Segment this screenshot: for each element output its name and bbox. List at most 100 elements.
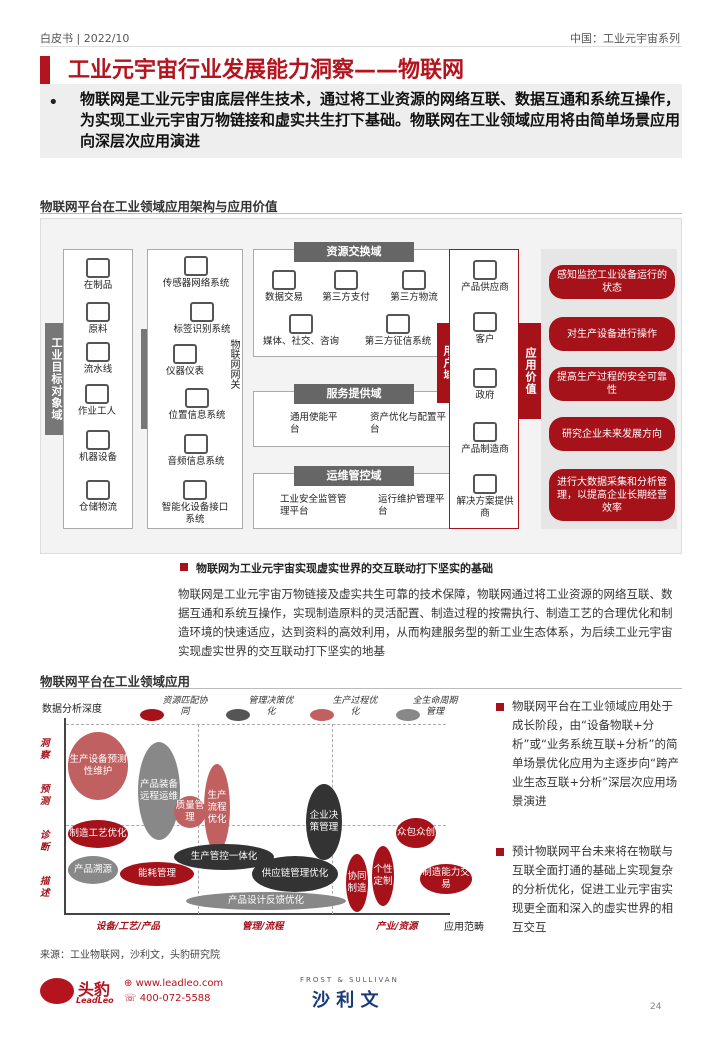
legend-swatch [140, 709, 164, 721]
summary-box: • 物联网是工业元宇宙底层伴生技术，通过将工业资源的网络互联、数据互通和系统互操… [40, 84, 682, 158]
y-tick: 预测 [40, 784, 50, 807]
caption1: 物联网为工业元宇宙实现虚实世界的交互联动打下坚实的基础 [196, 562, 493, 575]
truck-icon [86, 480, 110, 500]
section2-line [40, 688, 682, 689]
legend-swatch [310, 709, 334, 721]
solution-icon [473, 474, 497, 494]
blob-process-optimization: 生产流程优化 [204, 764, 230, 852]
brand-phone-text: 400-072-5588 [139, 993, 211, 1004]
summary-bullet: • [48, 92, 59, 113]
brand-phone: ☏ 400-072-5588 [124, 993, 211, 1004]
brand-web-text: www.leadleo.com [135, 978, 224, 989]
header-left: 白皮书 | 2022/10 [40, 32, 130, 45]
col1-item: 流水线 [83, 364, 113, 375]
resource-item: 第三方支付 [322, 292, 370, 303]
service-domain: 服务提供域 通用使能平台 资产优化与配置平台 [253, 384, 453, 447]
col2-item: 智能化设备接口系统 [161, 502, 229, 525]
section1-title: 物联网平台在工业领域应用架构与应用价值 [40, 199, 278, 214]
service-item: 通用使能平台 [290, 412, 338, 435]
x-tick: 设备/工艺/产品 [96, 921, 160, 932]
brand-web[interactable]: ⊕ www.leadleo.com [124, 978, 224, 989]
meter-icon [173, 344, 197, 364]
y-tick: 描述 [40, 876, 50, 899]
ops-domain: 运维管控域 工业安全监管管理平台 运行维护管理平台 [253, 466, 453, 529]
col2-item: 音频信息系统 [167, 456, 225, 467]
user-item: 政府 [475, 390, 495, 401]
page-title: 工业元宇宙行业发展能力洞察——物联网 [68, 58, 465, 83]
value-label: 应用价值 [519, 323, 541, 419]
partner-logo: 沙 利 文 [312, 990, 379, 1011]
x-tick: 管理/流程 [242, 921, 284, 932]
blob-remote-ops: 产品装备远程运维 [138, 742, 180, 840]
title-accent [40, 56, 50, 84]
side-point: 物联网平台在工业领域应用处于成长阶段，由“设备物联+分析”或“业务系统互联+分析… [512, 699, 679, 808]
col1-item: 仓储物流 [78, 502, 117, 513]
blob-quality: 质量管理 [174, 796, 206, 828]
raw-icon [86, 302, 110, 322]
user-item: 客户 [475, 334, 495, 345]
x-axis [64, 913, 450, 915]
legend-label: 管理决策优化 [248, 696, 294, 717]
blob-customization: 个性定制 [372, 846, 394, 906]
blob-integrated-control: 生产管控一体化 [174, 844, 274, 870]
col2-item: 仪器仪表 [165, 366, 204, 377]
source-note: 来源：工业物联网，沙利文，头豹研究院 [40, 950, 220, 961]
legend-label: 生产过程优化 [332, 696, 378, 717]
col2-item: 传感器网络系统 [162, 278, 230, 289]
media-icon [289, 314, 313, 334]
customer-icon [473, 312, 497, 332]
col1-item: 机器设备 [78, 452, 117, 463]
blob-energy: 能耗管理 [120, 862, 194, 886]
resource-item: 媒体、社交、咨询 [262, 336, 339, 347]
barcode-icon [190, 302, 214, 322]
y-axis [64, 718, 66, 914]
col1-item: 在制品 [83, 280, 113, 291]
truck-icon [402, 270, 426, 290]
grid-top [66, 724, 446, 914]
blob-traceability: 产品溯源 [68, 856, 118, 884]
blob-crowdsourcing: 众包众创 [396, 818, 436, 848]
grid-mid [66, 825, 446, 826]
y-tick: 诊断 [40, 830, 50, 853]
blob-collaborative-manufacturing: 协同制造 [346, 854, 368, 912]
blob-design-feedback: 产品设计反馈优化 [186, 892, 346, 910]
user-item: 产品制造商 [461, 444, 509, 455]
value-item: 研究企业未来发展方向 [549, 417, 675, 451]
resource-domain: 资源交换域 数据交易 第三方支付 第三方物流 媒体、社交、咨询 第三方征信系统 [253, 242, 453, 357]
chart-ylabel: 数据分析深度 [42, 704, 102, 715]
col2-item: 位置信息系统 [168, 410, 226, 421]
header-right: 中国：工业元宇宙系列 [570, 32, 680, 45]
col1-box: 在制品 原料 流水线 作业工人 机器设备 仓储物流 [63, 249, 133, 529]
service-domain-title: 服务提供域 [294, 384, 414, 404]
legend-label: 资源匹配协同 [162, 696, 208, 717]
blob-decision: 企业决策管理 [306, 784, 342, 860]
side-point: 预计物联网平台未来将在物联与互联全面打通的基础上实现复杂的分析优化，促进工业元宇… [512, 844, 673, 934]
value-item: 对生产设备进行操作 [549, 317, 675, 351]
service-item: 资产优化与配置平台 [370, 412, 447, 435]
blob-capacity-trading: 制造能力交易 [420, 864, 472, 894]
value-item: 提高生产过程的安全可靠性 [549, 367, 675, 401]
resource-item: 第三方物流 [390, 292, 438, 303]
summary-text: 物联网是工业元宇宙底层伴生技术，通过将工业资源的网络互联、数据互通和系统互操作，… [80, 90, 681, 150]
col1-label: 工业目标对象域 [45, 323, 67, 435]
network-icon [184, 256, 208, 276]
paragraph1: 物联网是工业元宇宙万物链接及虚实共生可靠的技术保障，物联网通过将工业资源的网络互… [178, 587, 673, 658]
government-icon [473, 368, 497, 388]
gear-icon [473, 422, 497, 442]
resource-domain-title: 资源交换域 [294, 242, 414, 262]
worker-icon [85, 384, 109, 404]
col1-item: 作业工人 [77, 406, 116, 417]
dollar-icon [334, 270, 358, 290]
leopard-logo-icon [40, 978, 74, 1004]
audio-file-icon [184, 434, 208, 454]
gateway-label: 物联网网关 [228, 339, 239, 389]
caption-marker [180, 563, 188, 571]
credit-doc-icon [386, 314, 410, 334]
user-item: 解决方案提供商 [456, 496, 514, 519]
machine-icon [86, 430, 110, 450]
x-tick: 产业/资源 [376, 921, 418, 932]
brand-name: 头豹 [78, 980, 111, 999]
header-divider [40, 46, 682, 47]
page-number: 24 [650, 1002, 662, 1012]
assembly-line-icon [86, 342, 110, 362]
